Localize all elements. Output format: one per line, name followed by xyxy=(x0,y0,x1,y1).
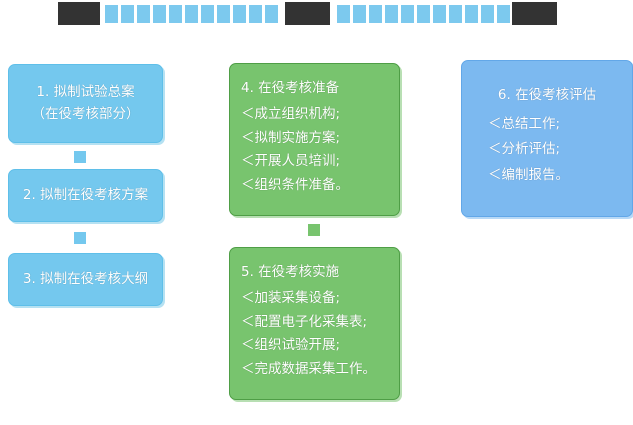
flow-box-step-6[interactable]: 6. 在役考核评估 ＜总结工作; ＜分析评估; ＜编制报告。 xyxy=(461,60,633,217)
redaction-square xyxy=(465,5,478,23)
redaction-square xyxy=(105,5,118,23)
flow-box-step-1-line-1: 1. 拟制试验总案 xyxy=(36,84,135,100)
flow-box-step-3-line-1: 3. 拟制在役考核大纲 xyxy=(22,270,149,287)
flow-box-step-4-title: 4. 在役考核准备 xyxy=(241,79,340,96)
flow-box-step-6-item-2: ＜分析评估; xyxy=(488,141,561,157)
redaction-square xyxy=(481,5,494,23)
redaction-square xyxy=(369,5,382,23)
connector-step-2-to-3 xyxy=(74,232,86,244)
flow-box-step-1-content: 1. 拟制试验总案 （在役考核部分） xyxy=(9,65,162,142)
flow-box-step-2-line-1: 2. 拟制在役考核方案 xyxy=(22,186,149,203)
redaction-square xyxy=(153,5,166,23)
redaction-square xyxy=(121,5,134,23)
flow-box-step-2[interactable]: 2. 拟制在役考核方案 xyxy=(8,169,163,222)
redaction-square xyxy=(433,5,446,23)
redaction-square xyxy=(353,5,366,23)
flow-box-step-5[interactable]: 5. 在役考核实施 ＜加装采集设备; ＜配置电子化采集表; ＜组织试验开展; ＜… xyxy=(229,247,400,400)
redaction-square-group-1 xyxy=(105,5,278,23)
flow-box-step-1-line-2: （在役考核部分） xyxy=(31,105,140,122)
flow-box-step-5-content: 5. 在役考核实施 ＜加装采集设备; ＜配置电子化采集表; ＜组织试验开展; ＜… xyxy=(230,248,399,399)
redaction-square xyxy=(169,5,182,23)
flow-box-step-1[interactable]: 1. 拟制试验总案 （在役考核部分） xyxy=(8,64,163,143)
flow-box-step-6-content: 6. 在役考核评估 ＜总结工作; ＜分析评估; ＜编制报告。 xyxy=(462,61,632,216)
redaction-square xyxy=(417,5,430,23)
flow-box-step-3-content: 3. 拟制在役考核大纲 xyxy=(9,254,162,305)
flow-box-step-4-item-4: ＜组织条件准备。 xyxy=(241,176,349,193)
redaction-square xyxy=(217,5,230,23)
redaction-dark-block-3 xyxy=(512,2,557,25)
redaction-bar xyxy=(0,0,633,30)
flow-box-step-6-item-3: ＜编制报告。 xyxy=(488,166,569,183)
redaction-square xyxy=(337,5,350,23)
redaction-square xyxy=(137,5,150,23)
redaction-square xyxy=(401,5,414,23)
flow-box-step-4-item-1: ＜成立组织机构; xyxy=(241,106,341,123)
flow-box-step-4[interactable]: 4. 在役考核准备 ＜成立组织机构; ＜拟制实施方案; ＜开展人员培训; ＜组织… xyxy=(229,63,400,216)
flow-box-step-4-item-2: ＜拟制实施方案; xyxy=(241,129,341,146)
flow-box-step-4-item-3: ＜开展人员培训; xyxy=(241,153,341,170)
flow-box-step-4-content: 4. 在役考核准备 ＜成立组织机构; ＜拟制实施方案; ＜开展人员培训; ＜组织… xyxy=(230,64,399,215)
flow-box-step-6-item-1: ＜总结工作; xyxy=(488,115,561,132)
connector-step-4-to-5 xyxy=(308,224,320,236)
redaction-dark-block-1 xyxy=(58,2,100,25)
redaction-square xyxy=(449,5,462,23)
redaction-square-group-2 xyxy=(337,5,510,23)
redaction-square xyxy=(249,5,262,23)
redaction-square xyxy=(265,5,278,23)
redaction-square xyxy=(201,5,214,23)
redaction-square xyxy=(497,5,510,23)
flow-box-step-6-title: 6. 在役考核评估 xyxy=(497,87,597,103)
redaction-square xyxy=(385,5,398,23)
flow-box-step-5-item-4: ＜完成数据采集工作。 xyxy=(241,360,376,377)
redaction-square xyxy=(185,5,198,23)
flow-box-step-5-item-1: ＜加装采集设备; xyxy=(241,290,341,307)
redaction-square xyxy=(233,5,246,23)
redaction-dark-block-2 xyxy=(285,2,330,25)
connector-step-1-to-2 xyxy=(74,151,86,163)
flow-box-step-2-content: 2. 拟制在役考核方案 xyxy=(9,170,162,221)
flow-box-step-5-item-3: ＜组织试验开展; xyxy=(241,337,341,354)
flow-box-step-5-title: 5. 在役考核实施 xyxy=(241,263,340,280)
flow-box-step-3[interactable]: 3. 拟制在役考核大纲 xyxy=(8,253,163,306)
flow-box-step-5-item-2: ＜配置电子化采集表; xyxy=(241,313,368,330)
